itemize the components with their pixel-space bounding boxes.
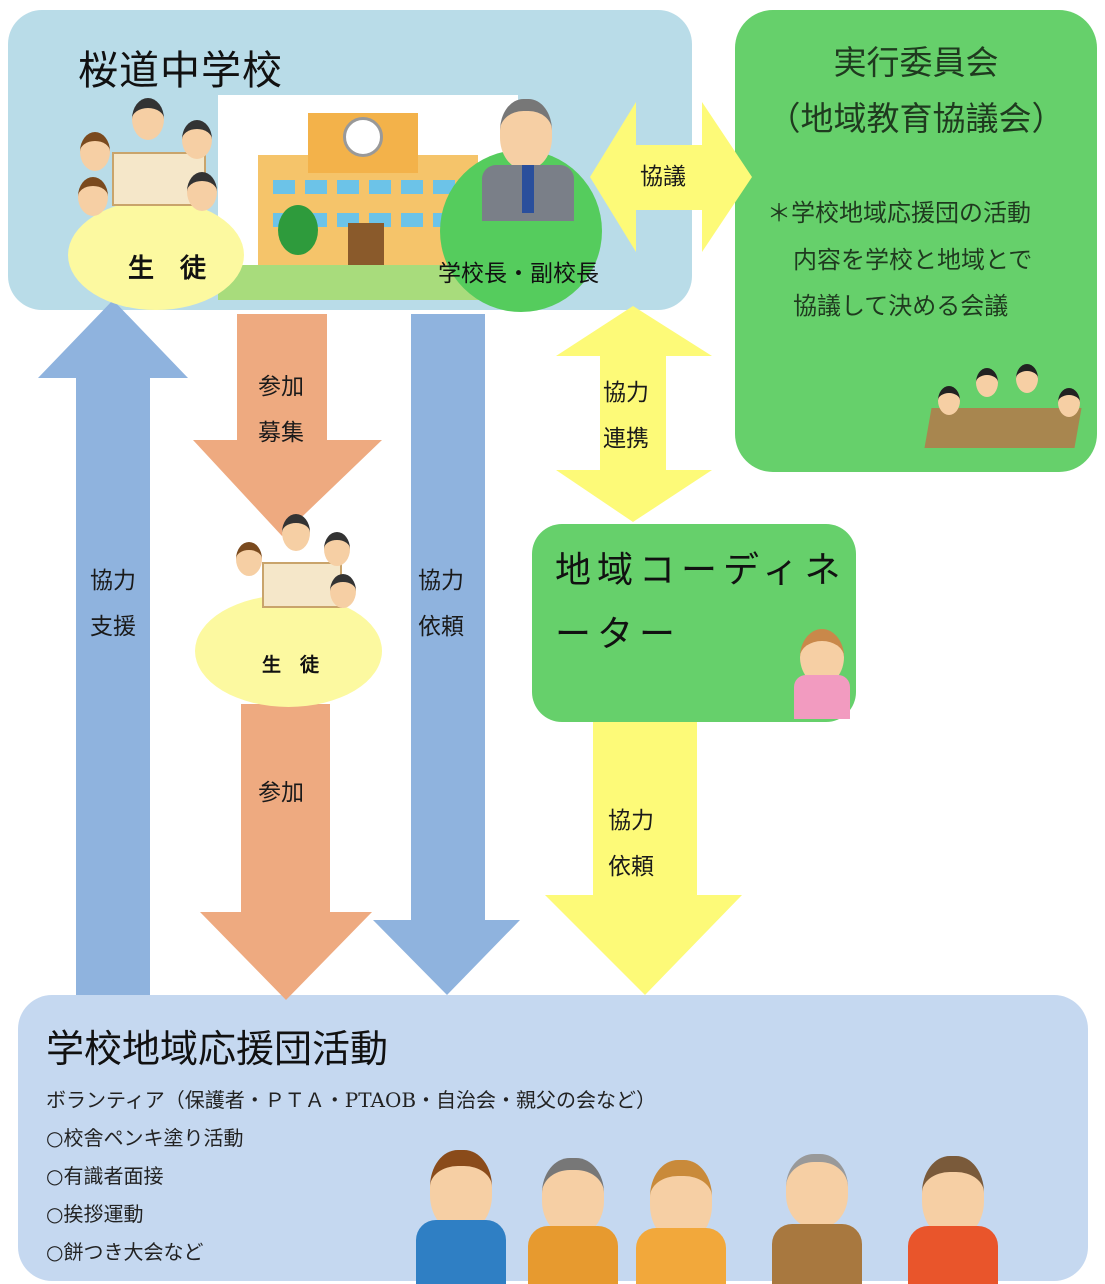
arrow-request-left-shape [373,314,520,995]
arrow-coop-link-shape [556,306,712,522]
support-label-1: 協力 [90,568,136,594]
committee-note-2: 内容を学校と地域とで [793,246,1033,274]
coop-link-label-2: 連携 [603,426,649,452]
arrow-support-shape [38,300,188,995]
join-label: 参加 [258,780,304,806]
recruit-label-1: 参加 [258,374,304,400]
committee-note-1: ＊学校地域応援団の活動 [767,199,1031,227]
middle-students-label: 生 徒 [262,654,320,676]
committee-title-1: 実行委員会 [833,43,999,82]
middle-students-illustration [232,512,362,622]
consult-label: 協議 [640,164,686,190]
support-label-2: 支援 [90,614,136,640]
request-left-label-2: 依頼 [418,614,464,640]
coordinator-title-1: 地域コーディネ [555,550,847,591]
activity-item: ○餅つき大会など [46,1240,204,1264]
activity-volunteers: ボランティア（保護者・ＰＴＡ・PTAOB・自治会・親父の会など） [46,1088,657,1112]
activity-item: ○挨拶運動 [46,1202,144,1226]
request-left-label-1: 協力 [418,568,464,594]
arrow-recruit-shape [193,314,382,536]
students-label: 生 徒 [128,254,207,284]
students-circle [68,200,244,310]
activity-item: ○校舎ペンキ塗り活動 [46,1126,244,1150]
committee-title-2: （地域教育協議会） [767,99,1065,138]
activity-title: 学校地域応援団活動 [46,1027,389,1071]
coordinator-title-2: ーター [555,614,682,655]
coop-link-label-1: 協力 [603,380,649,406]
middle-students-circle [195,595,382,707]
principal-label: 学校長・副校長 [438,261,599,287]
committee-note-3: 協議して決める会議 [793,292,1009,320]
meeting-illustration [918,360,1088,465]
activity-item: ○有識者面接 [46,1164,164,1188]
request-right-label-1: 協力 [608,808,654,834]
arrow-consult-shape [590,102,752,252]
committee-panel [735,10,1097,472]
students-illustration [72,92,232,222]
request-right-label-2: 依頼 [608,854,654,880]
school-name: 桜道中学校 [78,48,283,94]
principal-illustration [478,95,578,221]
arrow-request-right-shape [545,722,742,995]
volunteers-illustration [410,1140,1050,1284]
coordinator-illustration [790,625,852,720]
arrow-join-shape [200,704,372,1000]
recruit-label-2: 募集 [258,420,304,446]
